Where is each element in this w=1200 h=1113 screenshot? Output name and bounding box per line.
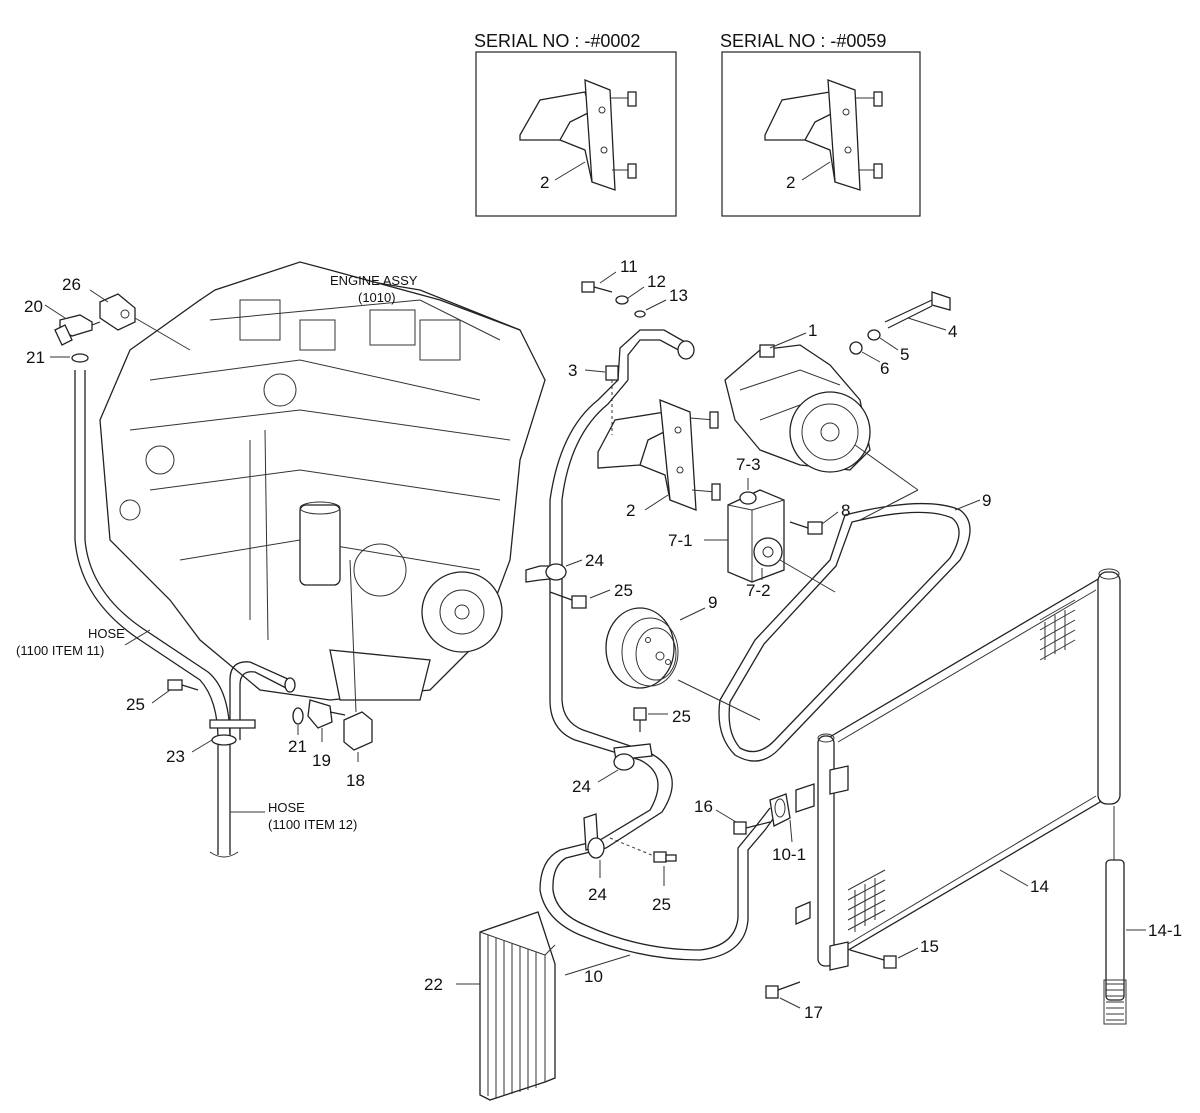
callout-24-top: 24 [585, 551, 604, 570]
clamp-part-21-top [71, 353, 89, 363]
bolt-part-25-upper [549, 591, 587, 609]
callout-7-3: 7-3 [736, 455, 761, 474]
inset-part-number: 2 [540, 173, 549, 192]
callout-18: 18 [346, 771, 365, 790]
callout-25-left: 25 [126, 695, 145, 714]
callout-12: 12 [647, 272, 666, 291]
nut-part-7-3 [739, 491, 757, 505]
hose-item11-label: HOSE [88, 626, 125, 641]
callout-20: 20 [24, 297, 43, 316]
clamp-part-23 [209, 719, 256, 746]
callout-22: 22 [424, 975, 443, 994]
engine-assy-code: (1010) [358, 290, 396, 305]
inset-serial-0002: SERIAL NO : -#0002 2 [474, 31, 677, 217]
idler-bracket-part-7-1 [727, 489, 785, 583]
callout-24-bottom: 24 [588, 885, 607, 904]
receiver-drier-part-14-1 [1103, 806, 1127, 1025]
bolt-part-25-bottom [609, 837, 677, 863]
inset-serial-label: SERIAL NO : -#0002 [474, 31, 640, 51]
engine-assy-label: ENGINE ASSY [330, 273, 418, 288]
callout-17: 17 [804, 1003, 823, 1022]
bolt-part-3 [605, 365, 619, 435]
compressor-part-1 [724, 344, 871, 473]
callout-25-bottom: 25 [652, 895, 671, 914]
callout-25-upper: 25 [614, 581, 633, 600]
bolt-part-15 [849, 949, 897, 969]
callout-1: 1 [808, 321, 817, 340]
callout-13: 13 [669, 286, 688, 305]
condenser-core-mesh [847, 599, 1076, 932]
bracket-part-2-inset [519, 79, 637, 191]
bolt-part-4 [884, 291, 951, 329]
washer-part-6 [849, 341, 863, 355]
washer-part-5 [867, 329, 881, 341]
callout-14: 14 [1030, 877, 1049, 896]
fitting-part-10-1 [769, 793, 791, 827]
callout-9-belt: 9 [982, 491, 991, 510]
engine-assy [99, 261, 546, 701]
callout-6: 6 [880, 359, 889, 378]
v-belt-part-9 [718, 502, 971, 762]
callout-3: 3 [568, 361, 577, 380]
callout-25-pulley: 25 [672, 707, 691, 726]
clamp-part-21-bottom [292, 707, 304, 725]
clamp-part-24-bottom [583, 813, 605, 859]
callout-8: 8 [841, 501, 850, 520]
callout-24-middle: 24 [572, 777, 591, 796]
inset-serial-label: SERIAL NO : -#0059 [720, 31, 886, 51]
sensor-part-18 [343, 559, 373, 751]
washer-part-13 [634, 310, 646, 318]
callout-19: 19 [312, 751, 331, 770]
bolt-part-17 [765, 981, 801, 999]
clamp-part-24-middle [613, 743, 653, 771]
callout-26: 26 [62, 275, 81, 294]
bracket-part-2-inset [764, 79, 883, 191]
callout-23: 23 [166, 747, 185, 766]
cabin-filter-part-22 [479, 911, 556, 1101]
pulley-part-9 [605, 607, 679, 689]
callout-10-1: 10-1 [772, 845, 806, 864]
washer-part-12 [615, 295, 629, 305]
heater-hose-12 [229, 661, 296, 740]
bolt-part-8 [789, 521, 823, 535]
clamp-part-24-top [525, 563, 567, 583]
bolt-part-11 [581, 281, 613, 293]
hose-item12-label: HOSE [268, 800, 305, 815]
callout-16: 16 [694, 797, 713, 816]
callout-11: 11 [620, 257, 638, 276]
compressor-discharge-fitting [617, 329, 695, 381]
inset-part-number: 2 [786, 173, 795, 192]
callout-4: 4 [948, 322, 957, 341]
callout-10: 10 [584, 967, 603, 986]
bolt-part-16 [733, 821, 771, 835]
connector-part-26 [99, 293, 191, 351]
callout-2: 2 [626, 501, 635, 520]
bolt-part-25-pulley [633, 707, 647, 732]
callout-14-1: 14-1 [1148, 921, 1182, 940]
callout-7-2: 7-2 [746, 581, 771, 600]
hose-item11-ref: (1100 ITEM 11) [16, 643, 104, 658]
callout-5: 5 [900, 345, 909, 364]
callout-21-top: 21 [26, 348, 45, 367]
condenser-part-14 [795, 568, 1121, 971]
callout-9-pulley: 9 [708, 593, 717, 612]
inset-serial-0059: SERIAL NO : -#0059 2 [720, 31, 921, 217]
hose-item12-ref: (1100 ITEM 12) [268, 817, 357, 832]
callout-7-1: 7-1 [668, 531, 693, 550]
bracket-part-2 [597, 398, 721, 511]
callout-15: 15 [920, 937, 939, 956]
callout-21-bottom: 21 [288, 737, 307, 756]
fitting-part-19 [307, 699, 346, 729]
heater-hose-11 [74, 370, 231, 855]
bolt-part-25-left [167, 679, 199, 691]
valve-part-20 [54, 314, 101, 346]
